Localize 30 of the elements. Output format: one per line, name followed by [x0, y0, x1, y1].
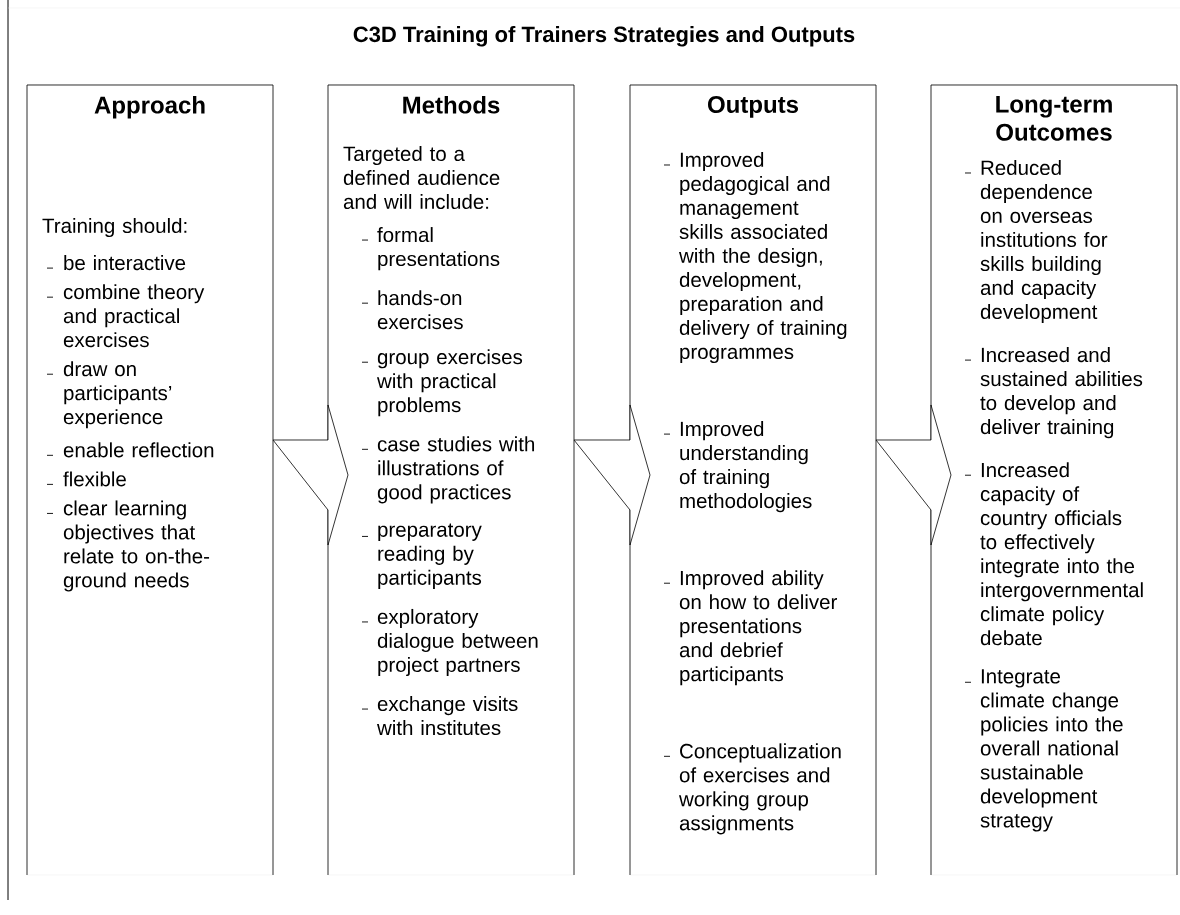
- column-heading: Long-term Outcomes: [996, 96, 1112, 141]
- block-arrow: [875, 404, 952, 546]
- bullet-item: group exercises with practical problems: [377, 349, 523, 417]
- bullet-item: hands-on exercises: [377, 290, 463, 330]
- title: C3D Training of Trainers Strategies and Outputs: [353, 26, 855, 47]
- column-heading: Approach: [94, 96, 205, 119]
- bullet-item: exploratory dialogue between project partners: [377, 608, 538, 677]
- block-arrow: [272, 404, 349, 546]
- bullet-item: Increased capacity of country officials to effectively integrate into the intergovernmental climate policy debate: [980, 462, 1143, 646]
- block-arrow: [573, 404, 651, 546]
- bullet-item: draw on participants’ experience: [63, 361, 172, 429]
- intro-text: Targeted to a defined audience and will include:: [343, 146, 500, 210]
- column-heading: Outputs: [708, 96, 798, 118]
- column-heading: Methods: [403, 96, 500, 114]
- bullet-item: Improved ability on how to deliver presentations and debrief participants: [679, 570, 837, 686]
- bullet-item: exchange visits with institutes: [377, 696, 518, 736]
- bullet-item: Integrate climate change policies into the overall national sustainable development strategy: [980, 669, 1123, 832]
- bullet-item: formal presentations: [377, 227, 500, 271]
- bullet-item: Increased and sustained abilities to develop and deliver training: [980, 347, 1143, 439]
- bullet-item: be interactive: [64, 255, 186, 271]
- bullet-item: enable reflection: [63, 442, 214, 458]
- bullet-item: clear learning objectives that relate to on-the-ground needs: [63, 500, 210, 592]
- bullet-item: Reduced dependence on overseas institutions for skills building and capacity development: [980, 160, 1108, 324]
- bullet-item: Conceptualization of exercises and working group assignments: [679, 743, 841, 835]
- bullet-item: Improved pedagogical and management skills associated with the design, development, preparation and delivery of training programmes: [679, 152, 847, 364]
- bullet-item: preparatory reading by participants: [378, 523, 482, 589]
- intro-text: Training should:: [42, 218, 187, 238]
- bullet-item: flexible: [63, 471, 126, 487]
- bullet-item: Improved understanding of training methodologies: [679, 421, 812, 513]
- bullet-item: case studies with illustrations of good practices: [377, 436, 534, 504]
